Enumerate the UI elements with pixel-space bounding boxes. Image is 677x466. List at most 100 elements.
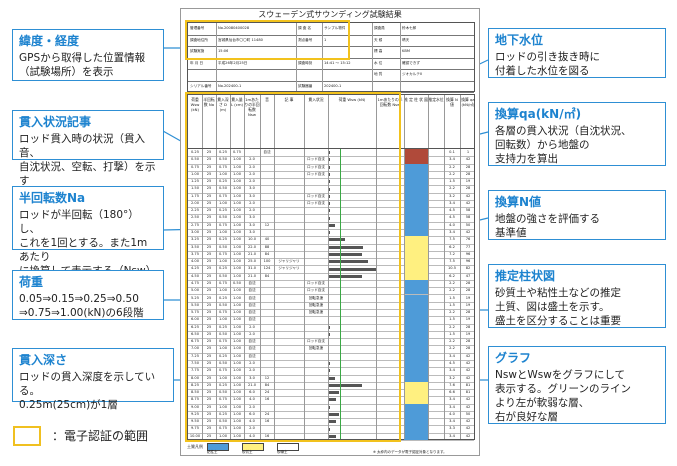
graph-bar-nsw [328, 427, 330, 431]
table-cell: 1.00 [232, 433, 241, 438]
n-value-cell: 3.4 [449, 368, 455, 373]
table-cell: 4.0 [249, 419, 255, 424]
table-cell: 25 [206, 353, 212, 358]
column-divider [216, 95, 217, 148]
header-right-label: 調査員 [374, 26, 385, 30]
column-divider [460, 149, 461, 439]
table-cell: 回転急速 [308, 310, 324, 315]
graph-bar-nsw [328, 413, 340, 417]
legend-label-clay: 粘性土 [207, 450, 218, 454]
table-cell: 2.0 [249, 200, 255, 205]
n-value-cell: 2.2 [449, 280, 455, 285]
table-cell: 1.00 [232, 157, 241, 162]
column-header: 荷重 Wsw (kN) [338, 97, 366, 102]
table-cell: 1.00 [232, 237, 241, 242]
graph-bar-nsw [328, 151, 330, 155]
header-cell: No.202400-1 [218, 83, 242, 88]
soil-column-segment [404, 403, 428, 411]
n-value-cell: 3.4 [449, 157, 455, 162]
table-cell: 25 [206, 230, 212, 235]
table-cell: 0.25 [218, 266, 227, 271]
soil-column-segment [404, 243, 428, 251]
n-value-cell: 3.4 [449, 230, 455, 235]
table-cell: 1.00 [218, 346, 227, 351]
callout-penetration-status: 貫入状況記事 ロッド貫入時の状況（貫入音、 自沈状況、空転、打撃）を示す [12, 110, 164, 187]
table-cell: 24 [264, 411, 270, 416]
table-cell: 1.00 [232, 397, 241, 402]
graph-bar-nsw [328, 362, 330, 366]
header-cell: 宮城県仙台市〇〇町 11480 [218, 37, 263, 42]
table-cell: 6.25 [190, 324, 199, 329]
column-header: 換算 qa (kN/㎡) [461, 97, 475, 107]
table-cell: 4.0 [249, 397, 255, 402]
table-cell: 25 [206, 368, 212, 373]
table-cell: 0.50 [218, 215, 227, 220]
footer-note: ※ 太枠内のデータが電子認証対象となります。 [373, 450, 447, 454]
table-cell: 1.00 [232, 251, 241, 256]
header-right-value: 晴天 [402, 37, 410, 42]
table-cell: 4.25 [190, 266, 199, 271]
table-cell: 1.00 [232, 324, 241, 329]
table-cell: 1.00 [232, 302, 241, 307]
table-cell: 1.00 [218, 230, 227, 235]
column-divider [274, 95, 275, 148]
soil-legend-label: 土質凡例 [187, 444, 203, 449]
table-cell: 回転急速 [308, 302, 324, 307]
table-cell: 21.0 [247, 273, 256, 278]
column-divider [328, 149, 329, 439]
table-cell: 10.00 [189, 433, 201, 438]
column-divider [216, 149, 217, 439]
n-value-cell: 4.5 [449, 360, 455, 365]
legend-swatch-clay [207, 443, 229, 451]
table-cell: 0.25 [218, 382, 227, 387]
column-divider [244, 95, 245, 148]
table-cell: 25 [206, 186, 212, 191]
callout-qa-body: 各層の貫入状況（自沈状況、 回転数）から地盤の 支持力を算出 [495, 125, 632, 165]
sheet-title: スウェーデン式サウンディング試験結果 [258, 10, 402, 19]
table-cell: 3.0 [249, 193, 255, 198]
column-divider [404, 95, 405, 148]
table-cell: 25 [206, 382, 212, 387]
table-cell: 8.00 [190, 375, 199, 380]
table-cell: ロッド自沈 [307, 193, 325, 198]
n-value-cell: 2.2 [449, 171, 455, 176]
graph-bar-nsw [328, 194, 330, 198]
table-cell: 2.50 [190, 215, 199, 220]
soil-column-segment [404, 367, 428, 375]
column-divider [244, 149, 245, 439]
table-cell: 25.0 [247, 259, 256, 264]
soil-column-segment [404, 214, 428, 222]
graph-bar-nsw [328, 405, 330, 409]
graph-bar-nsw [328, 238, 346, 242]
table-cell: 9.50 [190, 419, 199, 424]
n-value-cell: 6.2 [449, 244, 455, 249]
n-value-cell: 0.1 [449, 150, 455, 154]
table-cell: 25 [206, 193, 212, 198]
graph-bar-nsw [328, 165, 330, 169]
header-divider [296, 23, 297, 91]
table-cell: 0.75 [218, 310, 227, 315]
soil-column-segment [404, 265, 428, 273]
table-cell: 25 [206, 222, 212, 227]
column-header: 推 定 柱 状 図 [404, 97, 428, 102]
callout-latlon-body: GPSから取得した位置情報 （試験場所）を表示 [19, 52, 146, 78]
column-divider [328, 95, 329, 148]
n-value-cell: 7.2 [449, 251, 455, 256]
callout-graph-title: グラフ [495, 351, 532, 365]
table-cell: 25 [206, 411, 212, 416]
n-value-cell: 3.4 [449, 353, 455, 358]
table-cell: ロッド自沈 [307, 288, 325, 293]
column-header: 記 事 [284, 97, 294, 102]
table-cell: 0.75 [218, 339, 227, 344]
table-cell: 2.0 [249, 368, 255, 373]
